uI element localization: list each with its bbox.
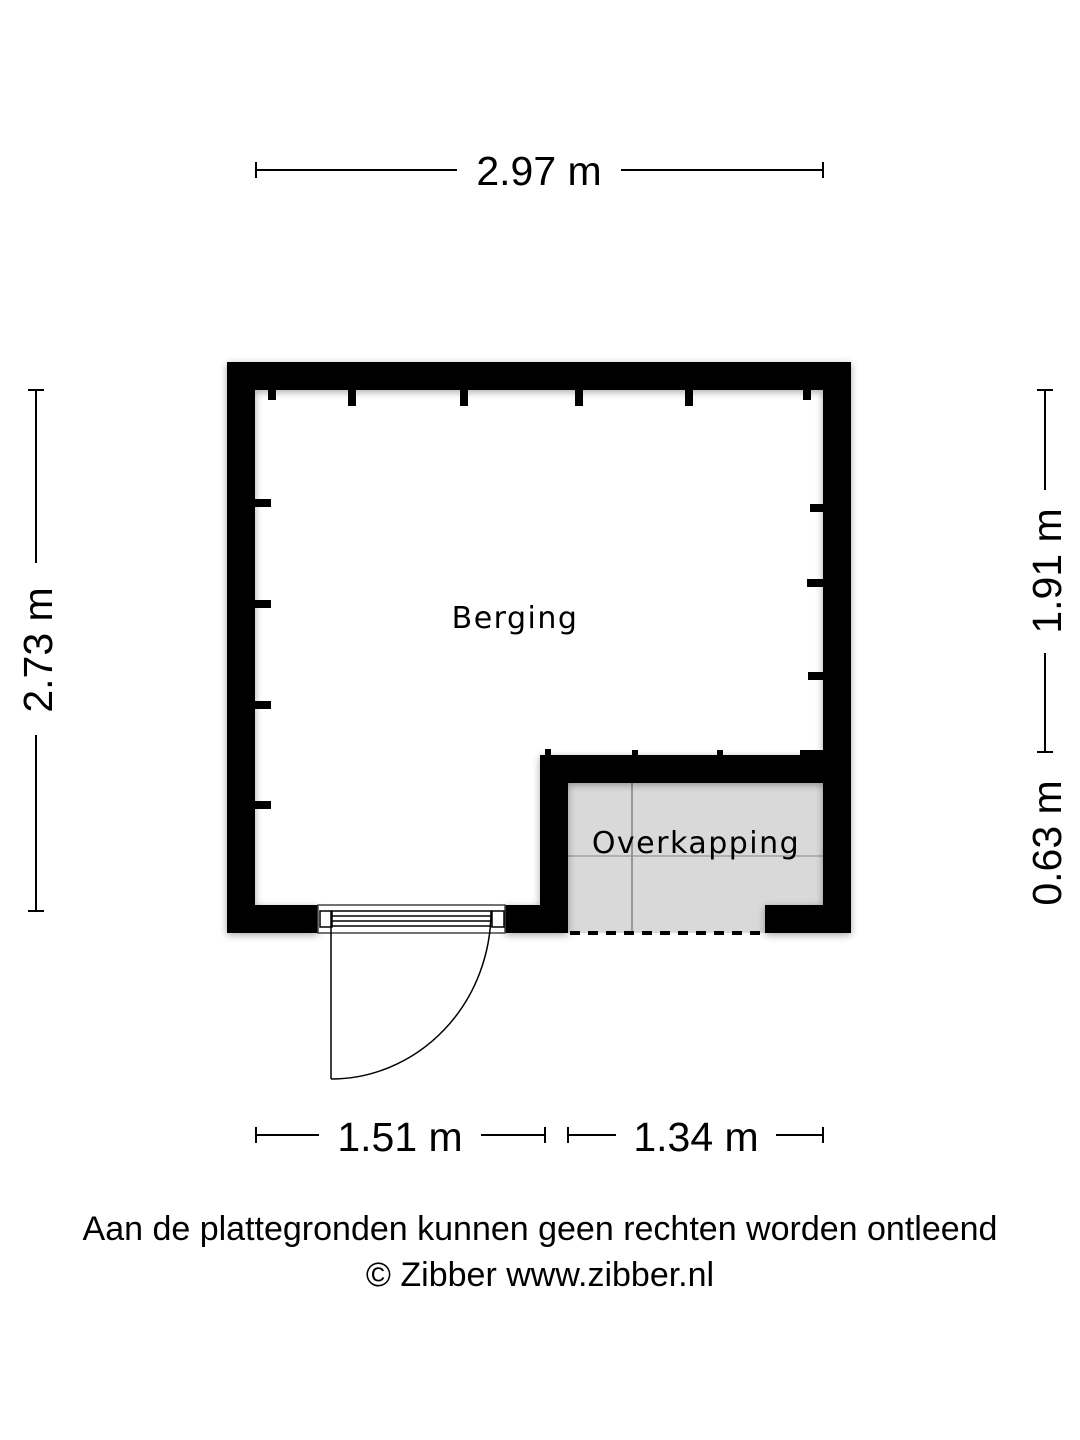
door bbox=[317, 904, 506, 1080]
dimension-right bbox=[1037, 389, 1053, 753]
dimension-bottom bbox=[255, 1127, 824, 1143]
walls bbox=[227, 362, 851, 933]
dimension-top-label: 2.97 m bbox=[476, 148, 601, 194]
copyright-text: © Zibber www.zibber.nl bbox=[365, 1256, 715, 1294]
dimension-left bbox=[28, 389, 44, 912]
wall-studs bbox=[255, 390, 823, 809]
room-label-berging: Berging bbox=[452, 601, 579, 636]
dimension-right-upper-label: 1.91 m bbox=[1024, 508, 1070, 633]
dimension-right-lower-label: 0.63 m bbox=[1024, 780, 1070, 905]
dimension-bottom-left-label: 1.51 m bbox=[337, 1114, 462, 1160]
room-label-overkapping: Overkapping bbox=[592, 826, 800, 861]
dimension-top bbox=[255, 162, 824, 178]
dimension-bottom-right-label: 1.34 m bbox=[633, 1114, 758, 1160]
disclaimer-text: Aan de plattegronden kunnen geen rechten… bbox=[82, 1210, 998, 1248]
dimension-left-label: 2.73 m bbox=[15, 587, 61, 712]
